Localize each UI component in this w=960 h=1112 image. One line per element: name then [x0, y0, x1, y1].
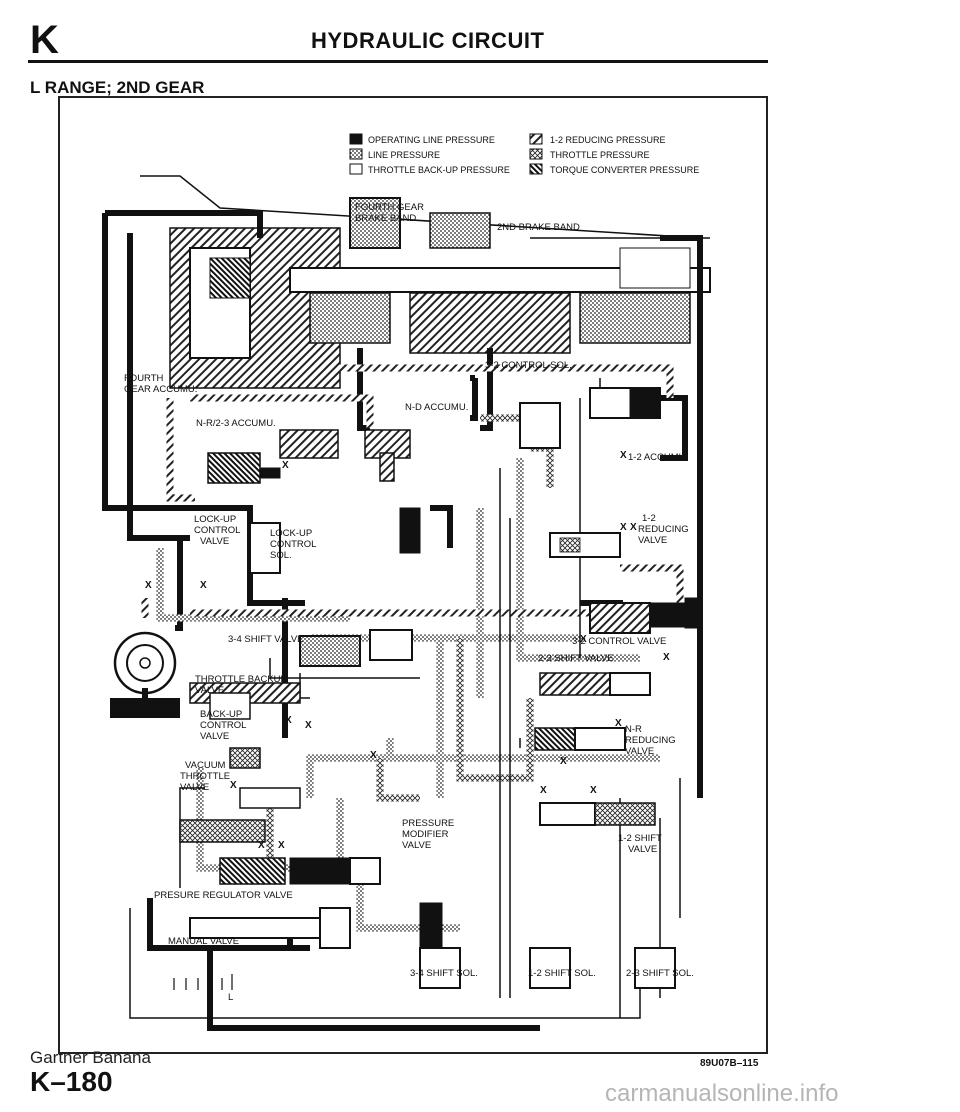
label-2nd-brake-band: 2ND BRAKE BAND	[497, 222, 580, 233]
drain-marks: X X X X X X X X X X X X X X X X X X	[145, 450, 670, 851]
label-1-2-reducing-valve: 1-2	[642, 513, 656, 524]
label-1-2-reducing-valve: REDUCING	[638, 524, 689, 535]
label-1-2-reducing-valve: VALVE	[638, 535, 667, 546]
figure-code: 89U07B–115	[700, 1058, 759, 1069]
legend-swatch-torque-converter	[529, 163, 543, 175]
drain-mark: X	[580, 634, 587, 645]
range-title: L RANGE; 2ND GEAR	[30, 78, 205, 97]
label-vacuum-throttle-valve: VACUUM	[185, 760, 226, 771]
label-n-r-2-3-accumu: N-R/2-3 ACCUMU.	[196, 418, 276, 429]
legend-label: 1-2 REDUCING PRESSURE	[550, 135, 666, 145]
watermark: Gartner Banana	[30, 1048, 151, 1067]
page-title: HYDRAULIC CIRCUIT	[311, 28, 545, 53]
legend-label: TORQUE CONVERTER PRESSURE	[550, 165, 699, 175]
label-backup-control-valve: VALVE	[200, 731, 229, 742]
drain-mark: X	[540, 785, 547, 796]
label-fourth-gear-brake-band: FOURTH GEAR	[355, 202, 424, 213]
legend: OPERATING LINE PRESSURE LINE PRESSURE TH…	[349, 133, 699, 175]
drain-mark: X	[370, 750, 377, 761]
drain-mark: X	[590, 785, 597, 796]
label-2-3-shift-sol: 2-3 SHIFT SOL.	[626, 968, 694, 979]
section-letter: K	[30, 18, 59, 62]
label-1-2-shift-sol: 1-2 SHIFT SOL.	[528, 968, 596, 979]
label-3-2-control-valve: 3-2 CONTROL VALVE	[572, 636, 666, 647]
legend-swatch-operating-line	[349, 133, 363, 145]
label-manual-valve: MANUAL VALVE	[168, 936, 239, 947]
label-pressure-regulator-valve: PRESURE REGULATOR VALVE	[154, 890, 293, 901]
label-3-4-shift-sol: 3-4 SHIFT SOL.	[410, 968, 478, 979]
drain-mark: X	[305, 720, 312, 731]
manual-valve-detents	[173, 974, 233, 990]
legend-label: THROTTLE PRESSURE	[550, 150, 650, 160]
label-2-3-shift-valve: 2-3 SHIFT VALVE	[538, 653, 614, 664]
legend-label: THROTTLE BACK-UP PRESSURE	[368, 165, 510, 175]
transmission-housing	[140, 175, 711, 389]
line-pressure-lines	[156, 458, 660, 932]
label-vacuum-throttle-valve: THROTTLE	[180, 771, 230, 782]
drain-mark: X	[615, 718, 622, 729]
label-lock-up-control-sol: SOL.	[270, 550, 292, 561]
label-fourth-gear-accumu: FOURTH	[124, 373, 164, 384]
label-pressure-modifier-valve: VALVE	[402, 840, 431, 851]
label-fourth-gear-brake-band: BRAKE BAND	[355, 213, 416, 224]
label-manual-valve-position: L	[228, 992, 233, 1003]
label-lock-up-control-sol: CONTROL	[270, 539, 316, 550]
drain-mark: X	[258, 840, 265, 851]
label-n-r-reducing-valve: VALVE	[625, 746, 654, 757]
label-3-4-shift-valve: 3-4 SHIFT VALVE	[228, 634, 304, 645]
header-rule	[28, 60, 768, 63]
label-backup-control-valve: BACK-UP	[200, 709, 242, 720]
torque-converter	[110, 631, 180, 718]
valve-bodies	[179, 387, 701, 989]
legend-label: LINE PRESSURE	[368, 150, 440, 160]
throttle-backup-pressure-lines	[129, 237, 710, 1019]
reducing-pressure-lines	[141, 364, 684, 618]
legend-swatch-reducing	[529, 133, 543, 145]
drain-mark: X	[278, 840, 285, 851]
drain-mark: X	[145, 580, 152, 591]
diagram-frame	[58, 96, 768, 1054]
label-lock-up-control-valve: CONTROL	[194, 525, 240, 536]
label-throttle-backup-valve: VALVE	[195, 685, 224, 696]
label-lock-up-control-valve: VALVE	[200, 536, 229, 547]
drain-mark: X	[620, 522, 627, 533]
hydraulic-circuit-diagram: OPERATING LINE PRESSURE LINE PRESSURE TH…	[102, 133, 711, 1031]
label-3-2-control-sol: 3-2 CONTROL SOL.	[485, 360, 572, 371]
drain-mark: X	[560, 756, 567, 767]
label-lock-up-control-sol: LOCK-UP	[270, 528, 312, 539]
label-pressure-modifier-valve: PRESSURE	[402, 818, 454, 829]
drain-mark: X	[663, 652, 670, 663]
label-n-r-reducing-valve: REDUCING	[625, 735, 676, 746]
label-1-2-shift-valve: 1-2 SHIFT	[618, 833, 662, 844]
label-n-d-accumu: N-D ACCUMU.	[405, 402, 468, 413]
drain-mark: X	[630, 522, 637, 533]
label-fourth-gear-accumu: GEAR ACCUMU.	[124, 384, 197, 395]
label-n-r-reducing-valve: N-R	[625, 724, 642, 735]
site-watermark: carmanualsonline.info	[605, 1080, 839, 1107]
label-lock-up-control-valve: LOCK-UP	[194, 514, 236, 525]
legend-swatch-line	[349, 148, 363, 160]
drain-mark: X	[285, 715, 292, 726]
page-number: K–180	[30, 1066, 113, 1097]
drain-mark: X	[282, 460, 289, 471]
label-1-2-accumu: 1-2 ACCUMU	[628, 452, 686, 463]
legend-label: OPERATING LINE PRESSURE	[368, 135, 495, 145]
legend-swatch-throttle	[529, 148, 543, 160]
drain-mark: X	[620, 450, 627, 461]
drain-mark: X	[200, 580, 207, 591]
legend-swatch-throttle-backup	[349, 163, 363, 175]
label-pressure-modifier-valve: MODIFIER	[402, 829, 449, 840]
label-backup-control-valve: CONTROL	[200, 720, 246, 731]
label-throttle-backup-valve: THROTTLE BACKUP	[195, 674, 287, 685]
label-1-2-shift-valve: VALVE	[628, 844, 657, 855]
drain-mark: X	[230, 780, 237, 791]
label-vacuum-throttle-valve: VALVE	[180, 782, 209, 793]
